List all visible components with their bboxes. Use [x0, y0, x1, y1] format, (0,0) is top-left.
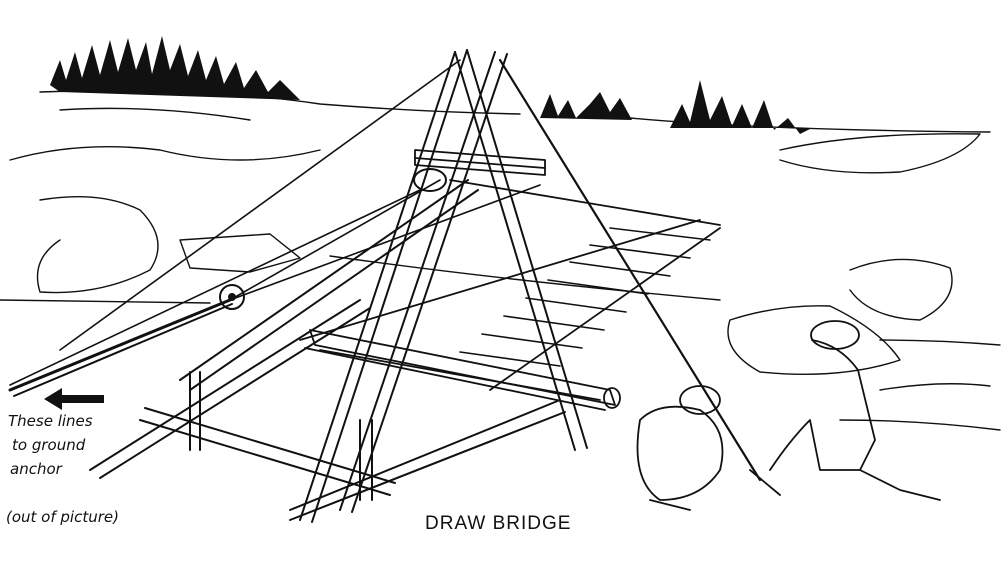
annotation-line-2: to ground: [12, 436, 86, 454]
a-frame: [89, 49, 588, 523]
base-logs: [304, 329, 621, 411]
scout-kneeling: [749, 320, 941, 501]
annotation-line-1: These lines: [8, 412, 93, 430]
annotation-line-4: (out of picture): [6, 508, 119, 526]
treeline-right: [540, 80, 812, 134]
bridge-deck: [299, 179, 721, 401]
landscape: [0, 89, 1001, 431]
scout-crouching: [636, 385, 724, 511]
treeline-left: [50, 36, 300, 100]
annotation-line-3: anchor: [10, 460, 62, 478]
top-crossbar: [414, 149, 546, 176]
guy-lines: [8, 58, 762, 482]
arrow-left-icon: [44, 388, 104, 410]
pulleys: [219, 168, 447, 310]
illustration-title: DRAW BRIDGE: [425, 513, 572, 534]
